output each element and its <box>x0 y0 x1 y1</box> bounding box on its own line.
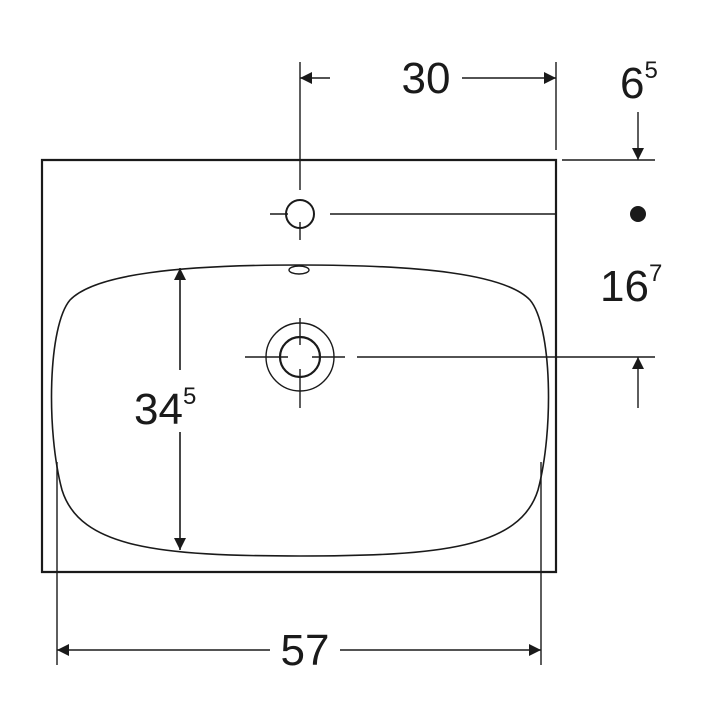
dimension-total-width: 57 <box>281 626 330 675</box>
dimension-bowl-depth: 345 <box>134 383 196 434</box>
dimension-right-offset: 167 <box>600 260 662 311</box>
overflow-slot <box>288 265 310 275</box>
dimension-bowl-depth-sup: 5 <box>183 383 196 410</box>
dimension-top-offset-main: 6 <box>620 59 644 108</box>
dimension-bowl-depth-main: 34 <box>134 385 183 434</box>
dimension-top-offset-sup: 5 <box>644 57 657 84</box>
bowl-outline <box>50 264 550 557</box>
tap-hole-reference-dot <box>630 206 646 222</box>
dimension-top-width: 30 <box>402 54 451 103</box>
dimension-right-offset-main: 16 <box>600 262 649 311</box>
dimension-top-offset: 65 <box>620 57 658 108</box>
basin-outline <box>40 158 558 574</box>
dimension-right-offset-sup: 7 <box>649 260 662 287</box>
